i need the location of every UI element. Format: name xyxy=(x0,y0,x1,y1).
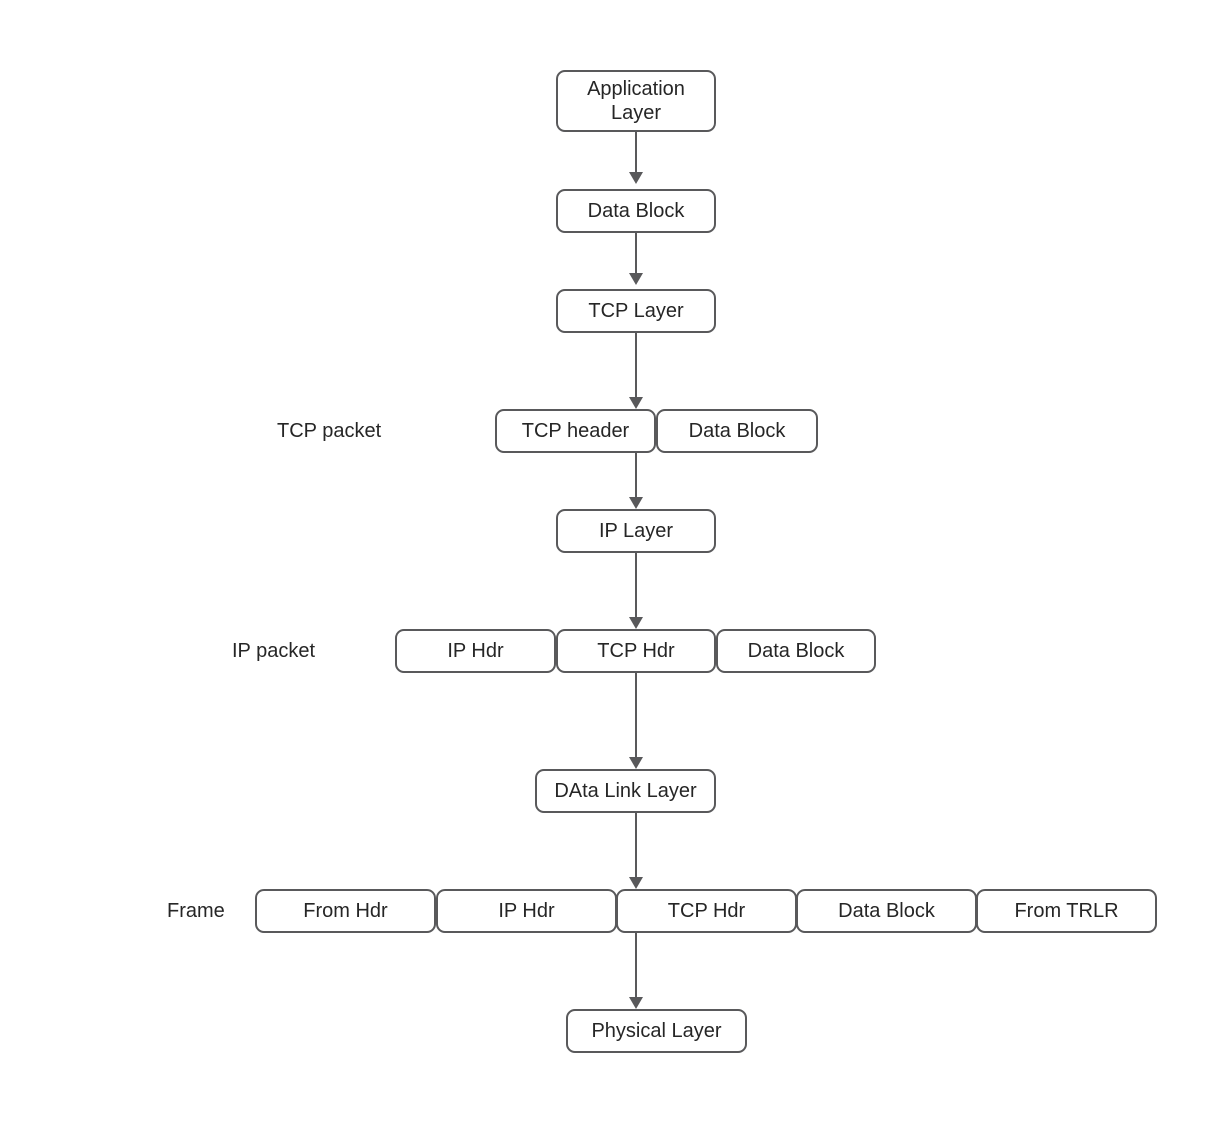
node-physical-layer: Physical Layer xyxy=(566,1009,747,1053)
segment-tcp-header: TCP header xyxy=(495,409,656,453)
segment-ip-packet-data-block: Data Block xyxy=(716,629,876,673)
segment-frame-from-trlr: From TRLR xyxy=(976,889,1157,933)
row-label-ip-packet: IP packet xyxy=(232,639,316,662)
arrow-data-block-to-tcp-layer xyxy=(629,233,643,285)
arrow-ip-layer-to-ip-packet xyxy=(629,553,643,629)
segment-frame-from-hdr: From Hdr xyxy=(255,889,436,933)
arrow-ip-packet-to-data-link-layer xyxy=(629,673,643,769)
row-label-tcp-packet: TCP packet xyxy=(277,419,382,442)
node-tcp-layer: TCP Layer xyxy=(556,289,716,333)
row-label-frame: Frame xyxy=(167,899,225,922)
node-data-link-layer: DAta Link Layer xyxy=(535,769,716,813)
segment-tcp-packet-data-block: Data Block xyxy=(656,409,818,453)
arrow-tcp-layer-to-tcp-packet xyxy=(629,333,643,409)
segment-frame-tcp-hdr: TCP Hdr xyxy=(616,889,797,933)
arrow-tcp-packet-to-ip-layer xyxy=(629,453,643,509)
node-application-layer: Application Layer xyxy=(556,70,716,132)
arrow-application-to-data-block xyxy=(629,132,643,184)
node-ip-layer: IP Layer xyxy=(556,509,716,553)
node-data-block: Data Block xyxy=(556,189,716,233)
segment-frame-ip-hdr: IP Hdr xyxy=(436,889,617,933)
arrow-data-link-to-frame xyxy=(629,813,643,889)
segment-ip-hdr: IP Hdr xyxy=(395,629,556,673)
segment-ip-packet-tcp-hdr: TCP Hdr xyxy=(556,629,716,673)
segment-frame-data-block: Data Block xyxy=(796,889,977,933)
arrow-frame-to-physical-layer xyxy=(629,933,643,1009)
